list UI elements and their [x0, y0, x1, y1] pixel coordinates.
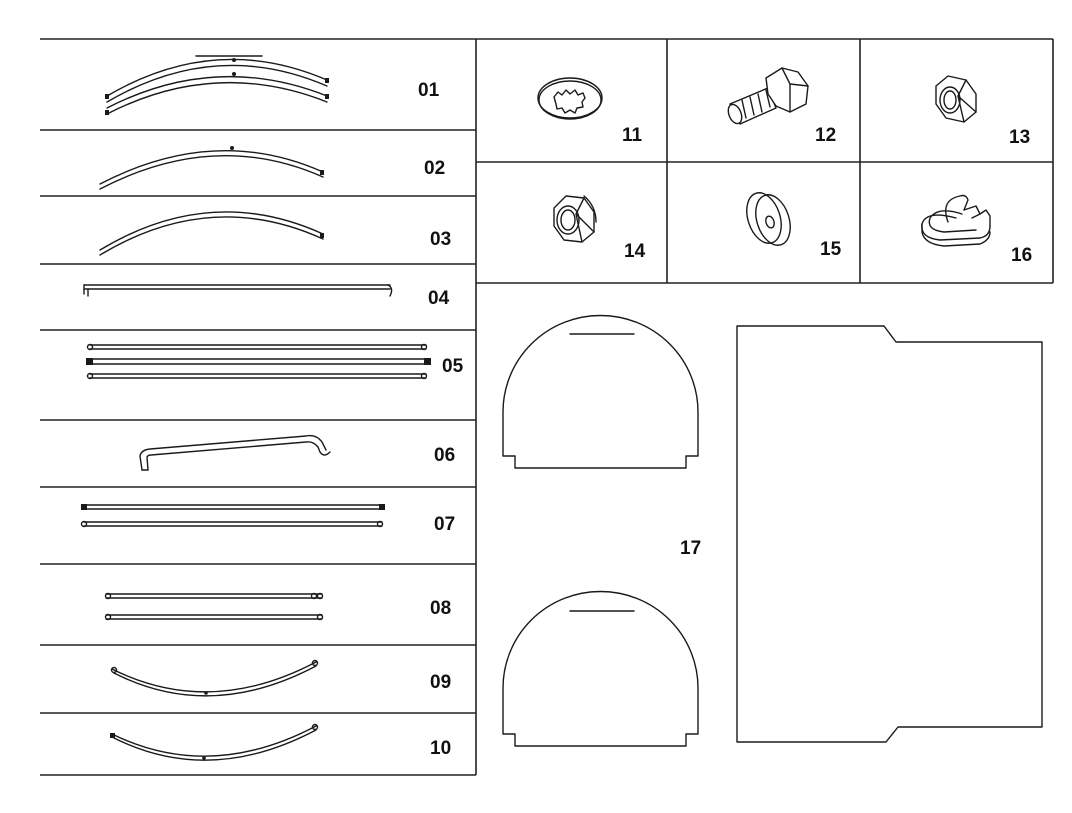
part-label-08: 08 [430, 598, 451, 619]
part-label-16: 16 [1011, 245, 1032, 266]
part-label-03: 03 [430, 229, 451, 250]
clip-icon [921, 194, 991, 247]
part-01-curved-rails [105, 55, 329, 115]
hardware-grid [476, 38, 1054, 284]
part-label-06: 06 [434, 445, 455, 466]
part-label-12: 12 [815, 125, 836, 146]
part-label-01: 01 [418, 80, 440, 101]
part-label-02: 02 [424, 158, 445, 179]
hex-nut-icon [935, 75, 977, 123]
bolt-icon [727, 67, 809, 125]
part-06-handle-bar [139, 434, 331, 471]
part-04-straight-bar [83, 284, 393, 297]
part-10-sag-arc [110, 723, 319, 761]
part-07-straight-bars [80, 504, 385, 528]
left-column-grid [40, 38, 477, 776]
part-label-17: 17 [680, 538, 701, 559]
flat-washer-icon [746, 192, 791, 246]
part-label-05: 05 [442, 356, 464, 377]
part-05-straight-bars [86, 343, 431, 380]
part-label-10: 10 [430, 738, 451, 759]
part-label-09: 09 [430, 672, 451, 693]
lock-washer-icon [537, 77, 603, 120]
nylon-nut-icon [553, 195, 597, 243]
part-03-curved-rail [99, 211, 324, 256]
part-17-cover-panels [502, 314, 1043, 747]
part-label-15: 15 [820, 239, 842, 260]
part-09-sag-arc [110, 659, 319, 697]
part-label-11: 11 [622, 125, 643, 146]
part-label-14: 14 [624, 241, 646, 262]
part-label-07: 07 [434, 514, 455, 535]
part-label-13: 13 [1009, 127, 1030, 148]
part-02-curved-rail [99, 146, 324, 190]
part-label-04: 04 [428, 288, 450, 309]
part-08-short-bars [104, 592, 324, 621]
